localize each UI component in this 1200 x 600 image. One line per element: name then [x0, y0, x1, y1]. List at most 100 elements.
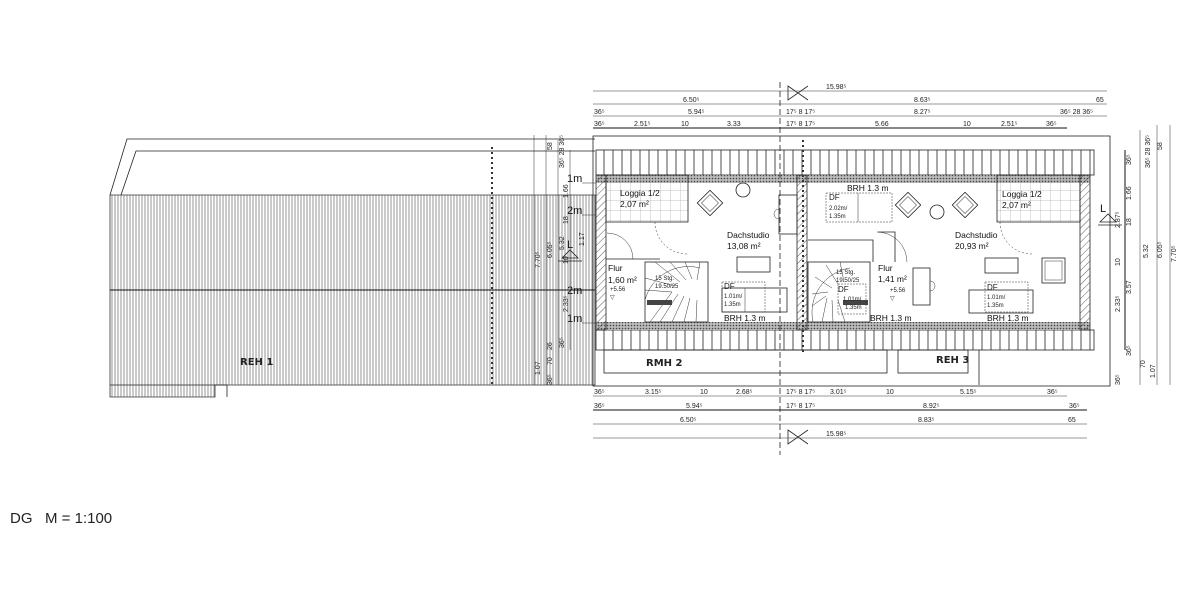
dimension-label: 36⁵ [1047, 389, 1058, 396]
dimensions-right: 36⁵ 1.66 18 10 3.57 36⁵ 2.87⁵ 2.33⁵ 70 3… [1115, 125, 1178, 385]
dimension-label: 8.27⁵ [914, 109, 931, 116]
section-arrow-icon [1098, 213, 1122, 226]
height-marker: 1m [567, 313, 582, 325]
table-icon [735, 182, 751, 198]
dimension-label: 2.33⁵ [563, 295, 570, 312]
dimension-label: 6.05⁵ [547, 241, 554, 258]
dimension-label: 6.05⁵ [1157, 241, 1164, 258]
height-marker: 1m [567, 173, 582, 185]
roof-window-width: 1.01m/ [987, 295, 1006, 301]
dimension-label: 8.83⁵ [918, 417, 935, 424]
dimension-label: 10 [563, 256, 570, 264]
dimension-label: 36⁵ 28 36⁵ [1145, 135, 1152, 168]
dimension-label: 70 [547, 357, 554, 365]
desk-icon [778, 194, 798, 235]
unit-left-interior: Loggia 1/2 2,07 m² Dachstudio 13,08 m² F… [605, 174, 798, 323]
bed-icon [736, 256, 771, 273]
dimension-label: 3.33 [727, 121, 741, 128]
room-name: Loggia 1/2 [1002, 189, 1042, 199]
dimension-label: 36⁵ [547, 374, 554, 385]
dimension-label: 17⁵ 8 17⁵ [786, 121, 815, 128]
dimension-label: 26 [547, 342, 554, 350]
sill-height: BRH 1.3 m [847, 183, 889, 193]
dimension-label: 70 [1140, 360, 1147, 368]
dimension-label: 2.68⁵ [736, 389, 753, 396]
stair-size: 19.50/25 [836, 278, 860, 284]
dimension-label: 36⁵ [559, 337, 566, 348]
dimension-label: 15.98⁵ [826, 84, 847, 91]
roof-window-label: DF [987, 283, 998, 292]
roof-window-width: 1.01m/ [843, 297, 862, 303]
dimension-label: 7.70⁵ [535, 251, 542, 268]
dimension-label: 17⁵ 8 17⁵ [786, 109, 815, 116]
dimension-label: 36⁵ [1115, 374, 1122, 385]
room-name: Flur [878, 263, 893, 273]
unit-label-reh3: REH 3 [936, 355, 969, 366]
dimension-label: 15.98⁵ [826, 431, 847, 438]
scale-label: M = 1:100 [45, 510, 113, 527]
dimension-label: 6.50⁵ [683, 97, 700, 104]
dimensions-top: 15.98⁵ 6.50⁵ 8.63⁵ 65 36⁵ 5.94⁵ 17⁵ 8 17… [593, 84, 1107, 129]
neighbour-house-reh1: REH 1 [109, 138, 596, 398]
dimension-label: 1.17 [579, 232, 586, 246]
roof-window-label: DF [724, 282, 735, 291]
dimension-label: 58 [547, 142, 554, 150]
top-wall [596, 175, 1090, 183]
unit-label-rmh2: RMH 2 [646, 358, 683, 369]
roof-window-height: 1.35m [724, 302, 741, 308]
dimension-label: 10 [700, 389, 708, 396]
room-area: 1,60 m² [608, 275, 637, 285]
sill-height: BRH 1.3 m [987, 313, 1029, 323]
dimension-label: 18 [1126, 218, 1133, 226]
dimension-label: 36⁵ [1126, 345, 1133, 356]
dimension-label: 5.66 [875, 121, 889, 128]
dimension-label: 5.94⁵ [686, 403, 703, 410]
dimension-label: 2.87⁵ [1115, 211, 1122, 228]
dimension-label: 18 [563, 216, 570, 224]
room-area: 1,41 m² [878, 274, 907, 284]
stair-steps: 15 Stg. [836, 270, 855, 276]
dimensions-left: 7.70⁵ 6.05⁵ 5.32 58 36⁵ 28 36⁵ 1.66 18 1… [533, 135, 586, 385]
unit-box-reh3 [897, 349, 969, 374]
roof-window-height: 1.35m [845, 305, 862, 311]
dimension-label: 10 [1115, 258, 1122, 266]
right-wall [1079, 174, 1091, 331]
dimension-label: 36⁵ [594, 389, 605, 396]
room-name: Dachstudio [727, 230, 770, 240]
dimension-label: 2.51⁵ [634, 121, 651, 128]
dimensions-bottom: 36⁵ 3.15⁵ 10 2.68⁵ 17⁵ 8 17⁵ 3.01⁵ 10 5.… [593, 389, 1087, 439]
dimension-label: 2.33⁵ [1115, 295, 1122, 312]
dimension-label: 5.15⁵ [960, 389, 977, 396]
dimension-label: 36⁵ [1069, 403, 1080, 410]
roof-window-height: 1.35m [829, 214, 846, 220]
dimension-label: 17⁵ 8 17⁵ [786, 389, 815, 396]
height-marker: 2m [567, 205, 582, 217]
dimension-label: 17⁵ 8 17⁵ [786, 403, 815, 410]
room-area: 2,07 m² [620, 199, 649, 209]
sofa-icon [968, 289, 1034, 314]
dimension-label: 10 [886, 389, 894, 396]
dimension-label: 3.01⁵ [830, 389, 847, 396]
dimension-label: 8.63⁵ [914, 97, 931, 104]
roof-window-label: DF [829, 193, 840, 202]
plan-caption: DG M = 1:100 [10, 510, 112, 527]
dimension-label: 36⁵ [594, 109, 605, 116]
dimension-label: 10 [963, 121, 971, 128]
dimension-label: 36⁵ 28 36⁵ [559, 135, 566, 168]
dimension-label: 8.92⁵ [923, 403, 940, 410]
level-label: +5.56 [890, 288, 906, 294]
table-icon [929, 204, 945, 220]
main-building: RMH 2 REH 3 [592, 82, 1111, 455]
stair-size: 19.50/25 [655, 284, 679, 290]
room-name: Loggia 1/2 [620, 188, 660, 198]
desk-icon [912, 267, 931, 306]
height-markers: 1m 2m 2m 1m [567, 173, 596, 325]
dimension-label: 65 [1068, 417, 1076, 424]
dimension-label: 36⁵ [594, 121, 605, 128]
dimension-label: 1.07 [1150, 364, 1157, 378]
dimension-label: 36⁵ 28 36⁵ [1060, 109, 1093, 116]
staircase: 15 Stg. 19.50/25 [644, 261, 709, 323]
dimension-label: 5.32 [559, 236, 566, 250]
section-mark-right: L [1100, 203, 1106, 215]
armchair-icon [951, 191, 979, 219]
